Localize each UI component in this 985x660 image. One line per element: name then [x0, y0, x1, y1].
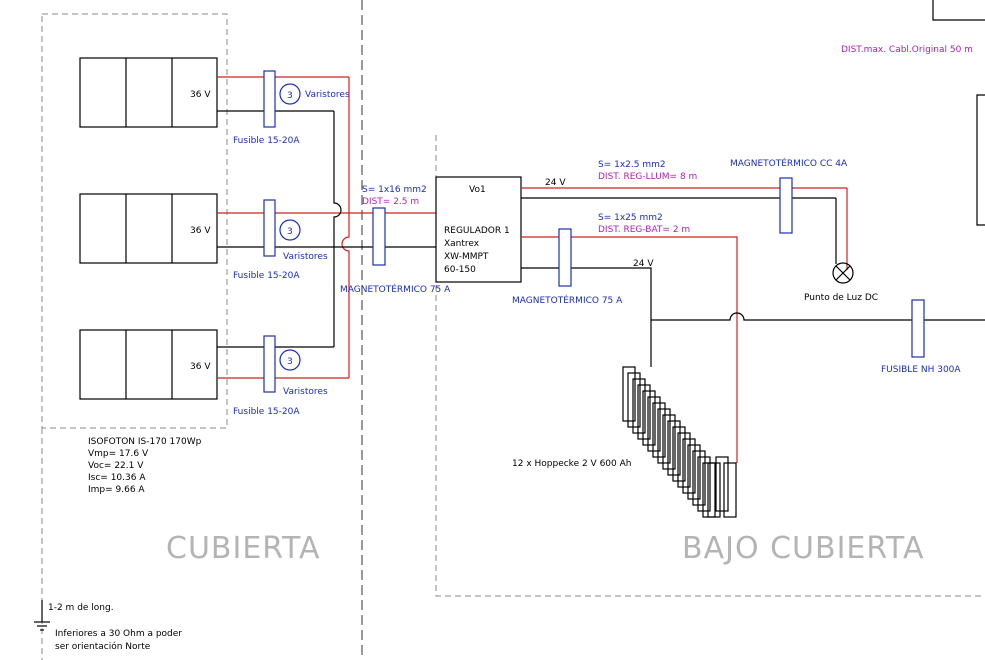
panel-1-varistor-icon: [279, 83, 301, 105]
regulator-line-3: XW-MMPT: [444, 252, 489, 262]
main-fuse-icon: [911, 299, 925, 358]
pv-cable-distance: DIST= 2.5 m: [362, 197, 419, 207]
ground-length: 1-2 m de long.: [48, 603, 114, 613]
positive-bus: [341, 77, 350, 378]
panel-2-varistor-count: 3: [287, 227, 293, 237]
main-fuse-label: FUSIBLE NH 300A: [881, 365, 961, 375]
pv-cable-section: S= 1x16 mm2: [362, 185, 427, 195]
panel-3-fuse-icon: [263, 335, 276, 393]
panel-1-fuse-label: Fusible 15-20A: [233, 136, 300, 146]
module-isc: Isc= 10.36 A: [88, 473, 146, 483]
pv-panel-1: [79, 57, 218, 128]
regulator-line-1: REGULADOR 1: [444, 226, 510, 236]
regulator-line-2: Xantrex: [444, 239, 480, 249]
lighting-cable-distance: DIST. REG-LLUM= 8 m: [598, 172, 697, 182]
panel-3-fuse-label: Fusible 15-20A: [233, 407, 300, 417]
negative-bus: [333, 111, 342, 347]
module-voc: Voc= 22.1 V: [88, 461, 144, 471]
panel-2-varistor-icon: [279, 219, 301, 241]
pv-breaker-label: MAGNETOTÉRMICO 75 A: [340, 283, 451, 295]
panel-2-fuse-label: Fusible 15-20A: [233, 271, 300, 281]
max-distance-note: DIST.max. Cabl.Original 50 m: [841, 45, 973, 55]
panel-1-varistor-count: 3: [287, 91, 293, 101]
panel-3-varistor-count: 3: [287, 357, 293, 367]
battery-breaker-icon: [558, 228, 572, 287]
pv-panel-2: [79, 193, 218, 264]
under-roof-boundary: [435, 135, 985, 597]
ground-icon: [34, 600, 50, 631]
panel-3-varistor-label: Varistores: [283, 387, 328, 397]
module-vmp: Vmp= 17.6 V: [88, 449, 149, 459]
battery-bank-icon: [622, 366, 737, 518]
pv-breaker-icon: [372, 207, 386, 266]
main-feeder-wire: [651, 312, 985, 321]
ground-note-line-1: Inferiores a 30 Ohm a poder: [55, 629, 182, 639]
panel-1-voltage: 36 V: [190, 90, 211, 100]
battery-breaker-label: MAGNETOTÉRMICO 75 A: [512, 294, 623, 306]
battery-negative-wire: [521, 267, 652, 367]
lighting-voltage: 24 V: [545, 178, 566, 188]
panel-2-fuse-icon: [263, 199, 276, 257]
zone-title-bajo-cubierta: BAJO CUBIERTA: [682, 531, 925, 566]
battery-voltage: 24 V: [633, 259, 654, 269]
module-model: ISOFOTON IS-170 170Wp: [88, 437, 202, 447]
regulator-box: [435, 176, 522, 283]
pv-panel-3: [79, 329, 218, 400]
lighting-breaker-label: MAGNETOTÉRMICO CC 4A: [730, 157, 848, 169]
ground-note-line-2: ser orientación Norte: [55, 641, 151, 652]
battery-cable-distance: DIST. REG-BAT= 2 m: [598, 225, 690, 235]
panel-2-varistor-label: Varistores: [283, 252, 328, 262]
battery-bank-label: 12 x Hoppecke 2 V 600 Ah: [512, 459, 631, 469]
panel-3-varistor-icon: [279, 349, 301, 371]
lamp-icon: [832, 262, 854, 284]
top-right-box: [932, 0, 985, 21]
module-imp: Imp= 9.66 A: [88, 485, 145, 495]
battery-positive-wire: [521, 236, 738, 463]
panel-1-fuse-icon: [263, 70, 276, 128]
panel-3-voltage: 36 V: [190, 362, 211, 372]
panel-2-voltage: 36 V: [190, 226, 211, 236]
panel-1-varistor-label: Varistores: [305, 90, 350, 100]
battery-cable-section: S= 1x25 mm2: [598, 213, 663, 223]
zone-title-cubierta: CUBIERTA: [166, 531, 320, 566]
regulator-line-4: 60-150: [444, 265, 476, 275]
panel-array-boundary: [41, 13, 228, 429]
lighting-breaker-icon: [779, 177, 793, 234]
regulator-id: Vo1: [469, 185, 486, 195]
lamp-label: Punto de Luz DC: [804, 293, 878, 303]
right-edge-box: [976, 94, 985, 226]
lighting-cable-section: S= 1x2.5 mm2: [598, 160, 666, 170]
